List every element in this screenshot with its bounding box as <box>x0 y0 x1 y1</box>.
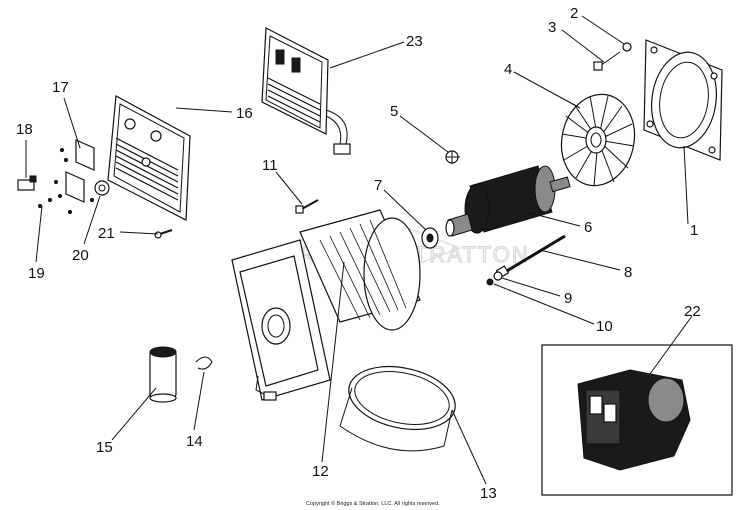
callout-6: 6 <box>584 219 592 236</box>
part-17-outlets <box>53 139 95 215</box>
part-11-screw <box>295 199 319 214</box>
callout-2: 2 <box>570 5 578 22</box>
callout-19: 19 <box>28 265 45 282</box>
part-5-fastener <box>445 150 460 164</box>
callout-15: 15 <box>96 439 113 456</box>
part-10-nut <box>486 278 494 286</box>
callout-9: 9 <box>564 290 572 307</box>
part-6-rotor <box>445 165 571 237</box>
part-3-bolt <box>593 51 621 71</box>
callout-22: 22 <box>684 303 701 320</box>
part-7-bearing <box>421 227 439 249</box>
callout-16: 16 <box>236 105 253 122</box>
callout-5: 5 <box>390 103 398 120</box>
callout-20: 20 <box>72 247 89 264</box>
callout-7: 7 <box>374 177 382 194</box>
part-19-screws <box>37 197 53 209</box>
part-21-screw <box>154 229 173 239</box>
callout-11: 11 <box>262 157 278 174</box>
callout-18: 18 <box>16 121 33 138</box>
callout-14: 14 <box>186 433 203 450</box>
part-20-knob <box>94 180 110 196</box>
callout-3: 3 <box>548 19 556 36</box>
callout-4: 4 <box>504 61 512 78</box>
callout-13: 13 <box>480 485 497 502</box>
part-12-stator <box>231 209 421 401</box>
callout-8: 8 <box>624 264 632 281</box>
part-9-washer <box>493 271 503 281</box>
part-18-switch <box>17 175 37 191</box>
part-16-control-panel <box>107 95 191 221</box>
copyright-notice: Copyright © Briggs & Stratton, LLC. All … <box>306 500 440 507</box>
callout-23: 23 <box>406 33 423 50</box>
part-14-clip <box>195 356 213 370</box>
part-15-capacitor <box>149 346 177 403</box>
callout-21: 21 <box>98 225 115 242</box>
part-22-inset <box>541 344 733 496</box>
callout-17: 17 <box>52 79 69 96</box>
part-1-rear-housing <box>643 39 723 161</box>
callout-12: 12 <box>312 463 329 480</box>
part-13-band <box>339 365 456 452</box>
callout-10: 10 <box>596 318 613 335</box>
leader-lines <box>25 15 693 485</box>
part-2-washer <box>622 42 632 52</box>
callout-numbers: 1 2 3 4 5 6 7 8 9 10 11 12 13 14 15 16 1… <box>16 5 701 502</box>
part-23-outlet-panel <box>261 27 351 155</box>
callout-1: 1 <box>690 222 698 239</box>
part-4-fan <box>560 93 636 187</box>
